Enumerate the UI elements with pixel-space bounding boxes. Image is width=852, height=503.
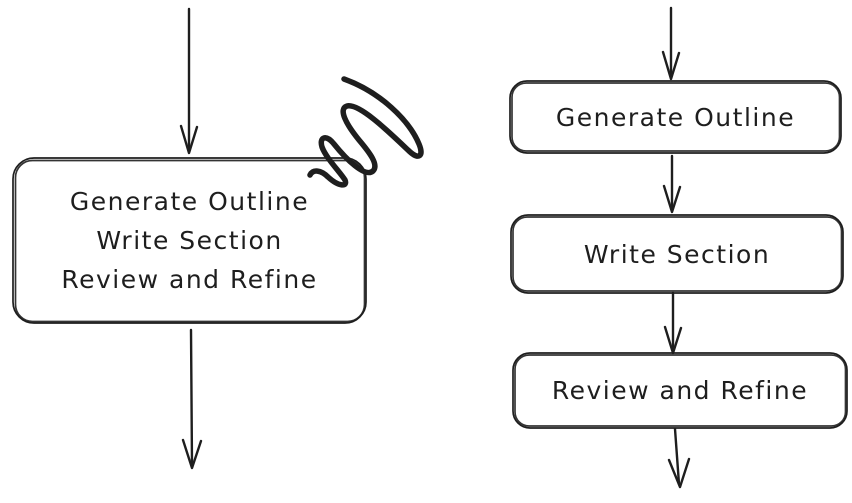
down-arrow-node1-to-node2 (662, 154, 682, 214)
node-outline (509, 80, 842, 154)
node-outline (12, 157, 367, 324)
arrowhead-icon (179, 124, 199, 155)
down-arrow-into-left-node (179, 7, 199, 155)
arrowhead-icon (181, 438, 203, 470)
down-arrow-into-right-node-1 (661, 6, 681, 81)
left-node-box (12, 157, 367, 324)
down-arrow-node2-to-node3 (663, 291, 683, 355)
right-node-2-box (510, 214, 844, 294)
arrow-shaft (189, 328, 194, 467)
down-arrow-out-of-right-node-3 (667, 427, 691, 489)
node-outline-second-pass (511, 82, 841, 152)
scribble-annotation (307, 76, 424, 188)
node-outline-second-pass (512, 216, 843, 292)
scribble-stroke (307, 76, 424, 188)
node-outline-second-pass (514, 354, 847, 427)
node-outline-second-pass (14, 159, 366, 323)
node-outline (510, 214, 844, 294)
node-outline (512, 352, 848, 429)
right-node-3-box (512, 352, 848, 429)
arrowhead-icon (661, 50, 681, 81)
arrow-shaft (673, 427, 681, 486)
down-arrow-out-of-left-node (181, 328, 203, 470)
arrowhead-icon (662, 184, 682, 214)
arrowhead-icon (667, 457, 691, 489)
right-node-1-box (509, 80, 842, 154)
